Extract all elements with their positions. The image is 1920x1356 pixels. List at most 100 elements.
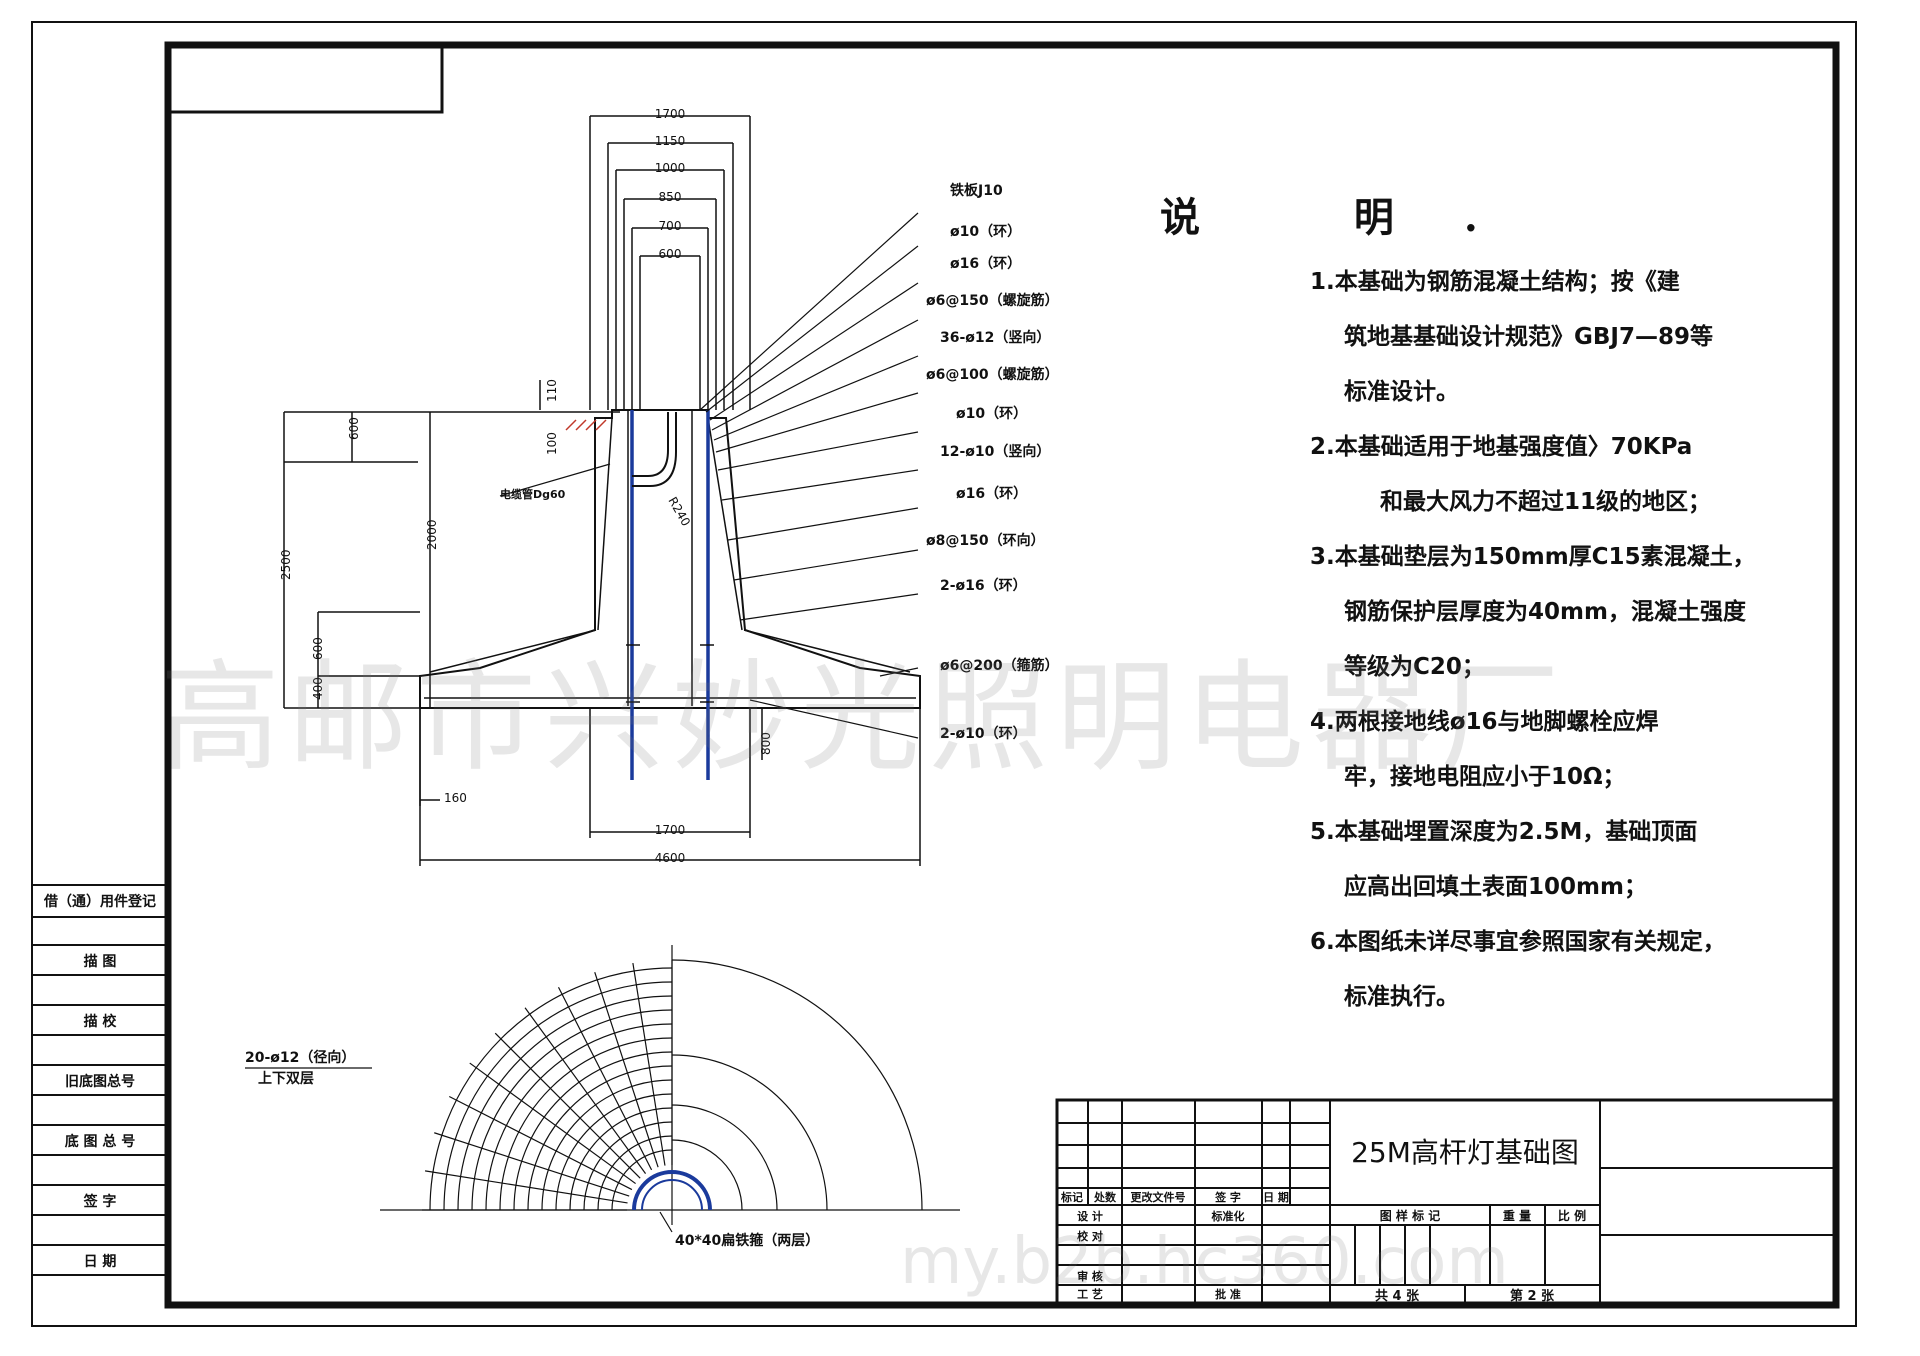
note-line: 应高出回填土表面100mm；	[1344, 874, 1647, 900]
dim-1700-top: 1700	[655, 107, 686, 121]
callout-3: ø6@150（螺旋筋）	[926, 292, 1059, 309]
notes-title: 说 明.	[1160, 194, 1548, 241]
ground-hatch	[565, 419, 607, 431]
note-line: 筑地基基础设计规范》GBJ7—89等	[1344, 324, 1713, 350]
tb-sheets-total: 共 4 张	[1375, 1288, 1420, 1304]
company-watermark: 高邮市兴妙光照明电器厂	[160, 649, 1568, 788]
plan-ring	[671, 959, 923, 1211]
dim-2000: 2000	[425, 519, 439, 550]
tb-col-pattern: 图 样 标 记	[1380, 1208, 1441, 1223]
callout-2: ø16（环）	[950, 256, 1021, 272]
radius-label: R240	[665, 495, 693, 529]
foundation-plan	[380, 945, 960, 1225]
foundation-section	[283, 115, 921, 866]
dim-160: 160	[444, 791, 467, 805]
url-watermark: my.b2b.hc360.com	[900, 1225, 1509, 1299]
mesh-label: 40*40扁铁箍（两层）	[675, 1232, 819, 1249]
cable-conduit	[632, 412, 677, 487]
tb-standardization: 标准化	[1211, 1209, 1245, 1223]
dim-800: 800	[759, 732, 773, 755]
notes-block: 1.本基础为钢筋混凝土结构；按《建 筑地基基础设计规范》GBJ7—89等 标准设…	[1310, 255, 1830, 1025]
plan-ring	[671, 1104, 778, 1211]
tb-hdr-date: 日 期	[1263, 1190, 1289, 1204]
note-line: 6.本图纸未详尽事宜参照国家有关规定，	[1310, 929, 1726, 955]
tb-sheet-no: 第 2 张	[1510, 1288, 1555, 1304]
tb-hdr-change: 更改文件号	[1131, 1190, 1186, 1204]
callout-7: 12-ø10（竖向）	[940, 443, 1050, 460]
plan-iron-ring-inner	[641, 1179, 703, 1211]
outer-frame	[31, 21, 1857, 1327]
code-box	[168, 45, 444, 114]
plan-radial-bar	[557, 986, 653, 1171]
dim-2500: 2500	[279, 549, 293, 580]
dim-850: 850	[659, 190, 682, 204]
note-line: 1.本基础为钢筋混凝土结构；按《建	[1310, 269, 1680, 295]
tb-hdr-sign: 签 字	[1214, 1190, 1241, 1204]
callout-11: ø6@200（箍筋）	[940, 657, 1059, 674]
conduit-label: 电缆管Dg60	[500, 487, 566, 501]
note-line: 标准执行。	[1344, 984, 1459, 1010]
side-date: 日 期	[84, 1254, 117, 1270]
side-old-base-no: 旧底图总号	[65, 1073, 135, 1090]
dim-1000: 1000	[655, 161, 686, 175]
plan-radial-bar	[632, 962, 666, 1166]
plan-iron-ring	[632, 1170, 712, 1211]
dim-100: 100	[545, 432, 559, 455]
dim-600-lower: 600	[311, 637, 325, 660]
plan-radial-bar	[494, 1032, 641, 1179]
dim-1700-bottom: 1700	[655, 823, 686, 837]
tb-col-weight: 重 量	[1503, 1208, 1531, 1223]
side-sign: 签 字	[83, 1193, 117, 1210]
tb-approval: 批 准	[1215, 1287, 1241, 1301]
plan-ring	[671, 1054, 828, 1211]
side-trace: 描 图	[84, 953, 117, 970]
note-line: 4.两根接地线ø16与地脚螺栓应焊	[1310, 709, 1659, 735]
callout-4: 36-ø12（竖向）	[940, 329, 1050, 346]
plan-radial-bar	[448, 1095, 633, 1191]
dim-4600: 4600	[655, 851, 686, 865]
dim-700: 700	[659, 219, 682, 233]
radial-rebar-sublabel: 上下双层	[258, 1071, 314, 1087]
callout-9: ø8@150（环向）	[926, 532, 1045, 549]
radial-rebar-label: 20-ø12（径向）	[245, 1049, 355, 1066]
side-trace-check: 描 校	[84, 1013, 118, 1030]
callout-8: ø16（环）	[956, 486, 1027, 502]
inner-frame	[164, 41, 1840, 1309]
mesh-label-leader	[659, 1211, 673, 1233]
tb-role-review: 审 核	[1077, 1269, 1103, 1283]
tb-hdr-count: 处数	[1093, 1190, 1117, 1204]
note-line: 等级为C20；	[1344, 654, 1485, 680]
tb-role-process: 工 艺	[1077, 1287, 1103, 1301]
dim-600: 600	[659, 247, 682, 261]
tb-col-scale: 比 例	[1558, 1208, 1586, 1223]
plan-radial-bar	[434, 1132, 630, 1197]
note-line: 钢筋保护层厚度为40mm，混凝土强度	[1344, 599, 1746, 625]
tb-role-check: 校 对	[1077, 1229, 1103, 1243]
title-block	[1055, 1098, 1839, 1307]
plan-radial-bar	[469, 1062, 636, 1185]
callout-leaders	[499, 212, 919, 739]
tb-hdr-mark: 标记	[1060, 1190, 1083, 1204]
note-line: 5.本基础埋置深度为2.5M，基础顶面	[1310, 819, 1698, 845]
drawing-title: 25M高杆灯基础图	[1351, 1136, 1579, 1169]
callout-12: 2-ø10（环）	[940, 726, 1027, 742]
note-line: 标准设计。	[1344, 379, 1459, 405]
callout-6: ø10（环）	[956, 406, 1027, 422]
callout-10: 2-ø16（环）	[940, 578, 1027, 594]
anchor-bolts	[630, 410, 710, 780]
note-line: 牢，接地电阻应小于10Ω；	[1344, 764, 1626, 790]
dim-600-left: 600	[347, 417, 361, 440]
note-line: 3.本基础垫层为150mm厚C15素混凝土，	[1310, 544, 1756, 570]
stirrup-ticks	[626, 644, 714, 703]
dim-110: 110	[545, 379, 559, 402]
side-register-table	[32, 884, 168, 1276]
tb-role-design: 设 计	[1077, 1209, 1103, 1223]
plan-ring	[671, 1139, 743, 1211]
side-base-no: 底 图 总 号	[65, 1133, 136, 1150]
plan-radial-bar	[524, 1007, 647, 1174]
plan-radial-bar	[424, 1170, 628, 1204]
callout-1: ø10（环）	[950, 224, 1021, 240]
dim-400: 400	[311, 677, 325, 700]
note-line: 2.本基础适用于地基强度值〉70KPa	[1310, 434, 1693, 460]
